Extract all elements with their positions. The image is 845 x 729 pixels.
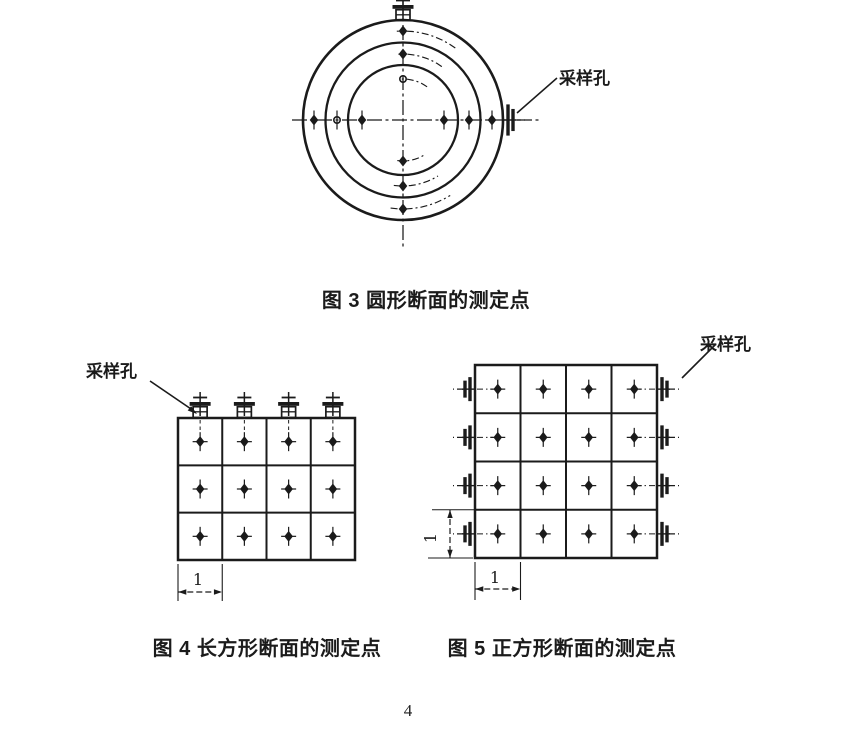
measure-point [236, 526, 252, 546]
measure-point [490, 427, 506, 447]
figure4-port-label: 采样孔 [85, 361, 137, 381]
measure-point [192, 479, 208, 499]
measure-point [192, 432, 208, 452]
port-leader-line [149, 380, 195, 412]
ring-centerline-arc [400, 78, 428, 88]
measure-point [325, 526, 341, 546]
figure4-rectangular-section-diagram: 采样孔 1 [85, 361, 357, 601]
page-number: 4 [403, 701, 413, 720]
figure4-caption: 图 4 长方形断面的测定点 [152, 638, 382, 660]
figure3-caption: 图 3 圆形断面的测定点 [321, 290, 531, 312]
sampling-port [453, 473, 493, 498]
measure-point [357, 110, 367, 130]
measure-point [398, 203, 408, 215]
dimension-line [447, 510, 453, 558]
measure-point [581, 379, 597, 399]
sampling-port [639, 521, 679, 546]
sampling-port [639, 377, 679, 402]
measure-point [535, 427, 551, 447]
measure-point [281, 479, 297, 499]
measure-point [281, 526, 297, 546]
measure-point [581, 524, 597, 544]
measure-point [398, 180, 408, 192]
measure-point [281, 432, 297, 452]
measure-point [398, 155, 408, 167]
leader-arrowhead [187, 406, 197, 414]
sampling-port [453, 377, 493, 402]
dimension-line [178, 589, 222, 595]
port-leader-line [681, 343, 717, 379]
measure-point [398, 48, 408, 60]
port-leader-line [516, 77, 558, 114]
sampling-port [453, 521, 493, 546]
figure3-port-label: 采样孔 [558, 68, 610, 88]
measure-point [325, 432, 341, 452]
measure-point [309, 110, 319, 130]
sampling-port [189, 392, 211, 419]
figure5-dimension-height-label: 1 [421, 533, 440, 543]
measure-point [192, 526, 208, 546]
measure-point [333, 110, 342, 130]
measure-point [399, 75, 408, 84]
sampling-port [278, 392, 300, 419]
measure-point [581, 427, 597, 447]
sampling-port [322, 392, 344, 419]
sampling-port [485, 104, 525, 136]
sampling-port [233, 392, 255, 419]
measure-point [581, 476, 597, 496]
figure5-square-section-diagram: 采样孔 1 1 [421, 334, 751, 600]
measure-point [535, 524, 551, 544]
figure5-dimension-width-label: 1 [490, 568, 500, 587]
measure-point [535, 379, 551, 399]
measure-point [439, 110, 449, 130]
sampling-port [392, 0, 414, 22]
dimension-line [475, 586, 521, 592]
sampling-port [453, 425, 493, 450]
figure3-circular-section-diagram: 采样孔 [292, 0, 610, 248]
figure5-caption: 图 5 正方形断面的测定点 [447, 638, 677, 660]
measure-point [535, 476, 551, 496]
sampling-port [639, 425, 679, 450]
figure4-dimension-label: 1 [193, 570, 203, 589]
measure-point [464, 110, 474, 130]
measure-point [398, 25, 408, 37]
measure-point [325, 479, 341, 499]
measure-point [236, 479, 252, 499]
measure-point [236, 432, 252, 452]
figure5-port-label: 采样孔 [699, 334, 751, 354]
measure-point [490, 379, 506, 399]
sampling-port [639, 473, 679, 498]
